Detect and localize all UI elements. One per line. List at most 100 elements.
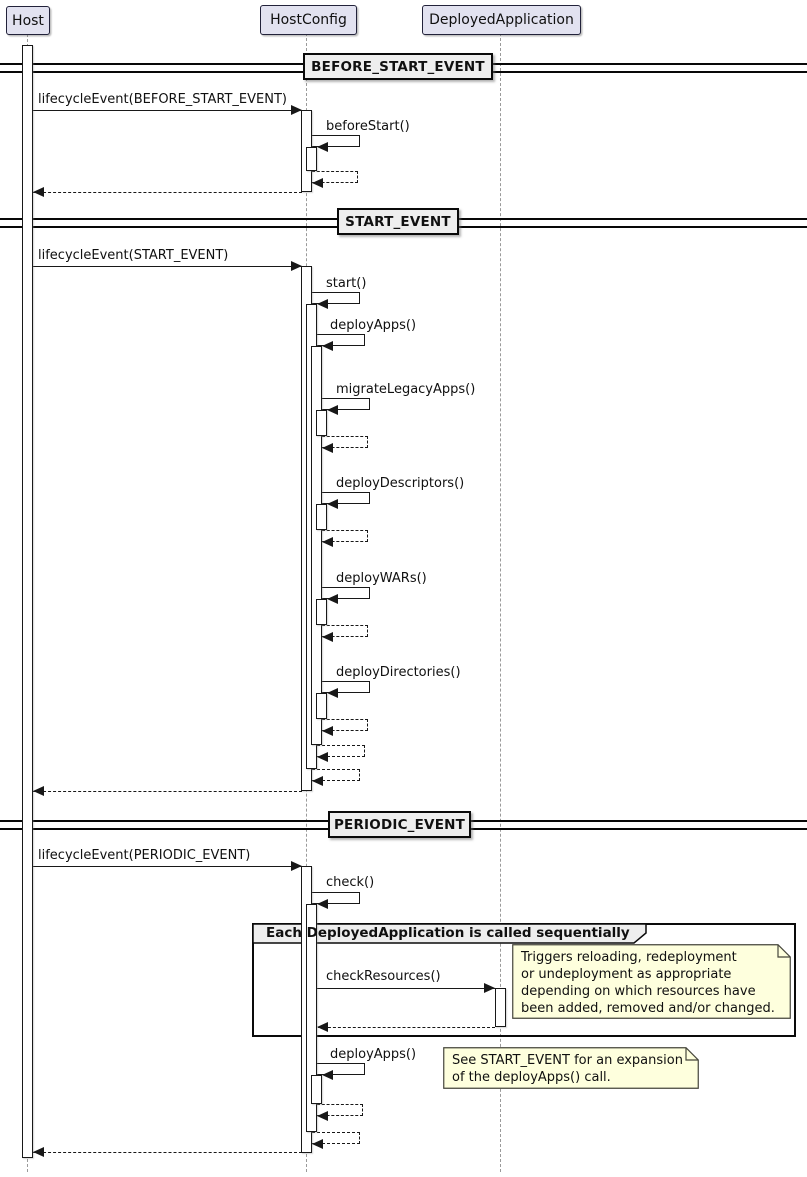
message-label: beforeStart() xyxy=(326,119,410,134)
message-label: deployDescriptors() xyxy=(336,476,465,491)
message-label: lifecycleEvent(BEFORE_START_EVENT) xyxy=(38,92,287,107)
activation-nested xyxy=(311,346,322,745)
arrowhead-left xyxy=(317,299,328,309)
message-label: deployDirectories() xyxy=(336,665,461,680)
note-line: Triggers reloading, redeployment xyxy=(521,950,737,965)
message-line xyxy=(317,988,495,989)
divider-periodic-event: PERIODIC_EVENT xyxy=(328,811,471,838)
note-line: been added, removed and/or changed. xyxy=(521,1001,775,1016)
note-line: depending on which resources have xyxy=(521,984,756,999)
return-bracket xyxy=(312,1132,360,1144)
arrowhead-left xyxy=(317,899,328,909)
arrowhead-left xyxy=(33,786,44,796)
activation-nested xyxy=(306,147,317,171)
message-label: deployApps() xyxy=(330,318,417,333)
self-call-bracket xyxy=(322,681,370,693)
return-bracket xyxy=(312,769,360,781)
return-line xyxy=(318,1027,495,1028)
arrowhead-left xyxy=(317,1022,328,1032)
activation-nested xyxy=(316,410,327,436)
arrowhead-left xyxy=(322,726,333,736)
return-line xyxy=(33,192,302,193)
message-label: migrateLegacyApps() xyxy=(336,382,476,397)
arrowhead-left xyxy=(322,632,333,642)
arrowhead-left xyxy=(312,1139,323,1149)
arrowhead-left xyxy=(317,752,328,762)
message-label: deployApps() xyxy=(330,1047,417,1062)
self-call-bracket xyxy=(322,492,370,504)
divider-before-start-event: BEFORE_START_EVENT xyxy=(303,53,493,80)
arrowhead-left xyxy=(322,537,333,547)
arrowhead-left xyxy=(322,341,333,351)
participant-hostconfig-label: HostConfig xyxy=(270,12,347,28)
self-call-bracket xyxy=(312,292,360,304)
message-line xyxy=(33,866,302,867)
return-bracket xyxy=(312,171,358,183)
arrowhead-left xyxy=(317,142,328,152)
participant-host-label: Host xyxy=(12,12,44,29)
arrowhead-left xyxy=(312,776,323,786)
return-bracket xyxy=(317,1104,363,1116)
arrowhead-left xyxy=(327,499,338,509)
note-line: See START_EVENT for an expansion xyxy=(452,1053,683,1068)
message-label: deployWARs() xyxy=(336,571,427,586)
note-background xyxy=(512,944,791,1019)
participant-host: Host xyxy=(6,6,50,35)
return-bracket xyxy=(322,625,368,637)
arrowhead-right xyxy=(291,105,302,115)
return-bracket xyxy=(322,436,368,448)
activation-nested xyxy=(311,1075,322,1104)
activation-host xyxy=(22,45,33,1158)
participant-deployedapplication-label: DeployedApplication xyxy=(429,12,574,28)
note-deploy-apps: See START_EVENT for an expansion of the … xyxy=(443,1047,699,1089)
message-label: check() xyxy=(326,875,375,890)
arrowhead-right xyxy=(291,861,302,871)
arrowhead-left xyxy=(322,1070,333,1080)
participant-hostconfig: HostConfig xyxy=(260,5,357,35)
message-label: start() xyxy=(326,276,367,291)
divider-label: PERIODIC_EVENT xyxy=(333,816,466,833)
message-label: checkResources() xyxy=(326,969,441,984)
self-call-bracket xyxy=(317,1063,365,1075)
arrowhead-right xyxy=(484,983,495,993)
message-label: lifecycleEvent(START_EVENT) xyxy=(38,248,229,263)
self-call-bracket xyxy=(312,892,360,904)
activation-deployedapplication xyxy=(495,988,506,1027)
return-bracket xyxy=(317,745,365,757)
arrowhead-left xyxy=(33,1147,44,1157)
return-bracket xyxy=(322,530,368,542)
arrowhead-left xyxy=(322,443,333,453)
divider-start-event: START_EVENT xyxy=(337,208,459,235)
arrowhead-left xyxy=(317,1111,328,1121)
arrowhead-left xyxy=(327,688,338,698)
return-line xyxy=(33,1152,302,1153)
group-title: Each DeployedApplication is called seque… xyxy=(266,925,630,941)
divider-label: START_EVENT xyxy=(345,213,451,230)
arrowhead-left xyxy=(327,594,338,604)
return-bracket xyxy=(322,719,368,731)
activation-nested xyxy=(316,693,327,719)
note-line: or undeployment as appropriate xyxy=(521,967,732,982)
participant-deployedapplication: DeployedApplication xyxy=(422,5,581,35)
activation-nested xyxy=(316,504,327,530)
arrowhead-left xyxy=(312,178,323,188)
self-call-bracket xyxy=(317,334,365,346)
message-label: lifecycleEvent(PERIODIC_EVENT) xyxy=(38,848,251,863)
note-background xyxy=(443,1047,699,1089)
activation-nested xyxy=(316,599,327,625)
message-line xyxy=(33,266,302,267)
arrowhead-right xyxy=(291,261,302,271)
self-call-bracket xyxy=(322,587,370,599)
lifeline-deployedapplication xyxy=(500,33,501,1172)
self-call-bracket xyxy=(322,398,370,410)
activation-nested xyxy=(306,904,317,1132)
divider-label: BEFORE_START_EVENT xyxy=(311,58,485,75)
group-header xyxy=(253,924,647,944)
note-check-resources: Triggers reloading, redeployment or unde… xyxy=(512,944,791,1019)
message-line xyxy=(33,110,302,111)
self-call-bracket xyxy=(312,135,360,147)
note-line: of the deployApps() call. xyxy=(452,1070,611,1085)
arrowhead-left xyxy=(33,187,44,197)
arrowhead-left xyxy=(327,405,338,415)
